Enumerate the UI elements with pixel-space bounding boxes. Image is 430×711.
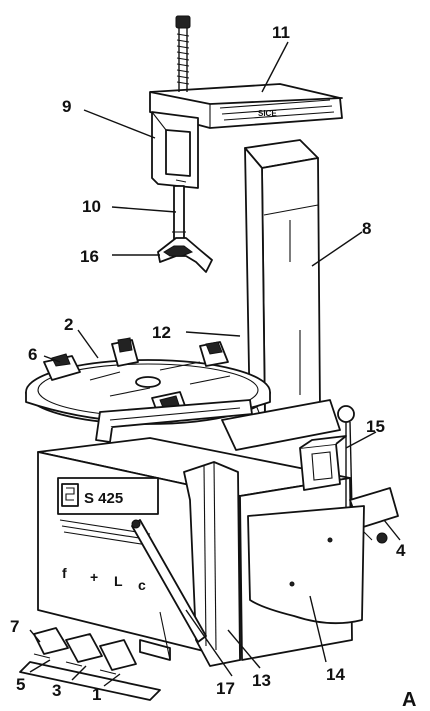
- panel-glyph-2: +: [90, 569, 98, 585]
- inflator-gauge: [337, 405, 355, 511]
- callout-17: 17: [216, 679, 235, 698]
- pedals: [19, 627, 161, 701]
- panel-glyph-1: f: [62, 565, 67, 581]
- accessory-tray: [247, 505, 365, 625]
- lower-arm: [95, 399, 253, 443]
- callout-9: 9: [62, 97, 71, 116]
- panel-glyph-3: L: [114, 573, 123, 589]
- callout-3: 3: [52, 681, 61, 700]
- callout-4: 4: [396, 541, 406, 560]
- callout-13: 13: [252, 671, 271, 690]
- horizontal-arm: SICE: [149, 83, 343, 129]
- callout-6: 6: [28, 345, 37, 364]
- vertical-shaft: [172, 185, 186, 241]
- valve-unit: [299, 435, 347, 491]
- callout-1: 1: [92, 685, 101, 704]
- callouts: 9 11 10 16 8 2 12 6 15 4 7 5 3 1 17 13 1…: [10, 23, 416, 711]
- callout-14: 14: [326, 665, 345, 684]
- threaded-screw: [175, 15, 191, 92]
- callout-7: 7: [10, 617, 19, 636]
- callout-10: 10: [82, 197, 101, 216]
- callout-16: 16: [80, 247, 99, 266]
- callout-2: 2: [64, 315, 73, 334]
- callout-12: 12: [152, 323, 171, 342]
- callout-5: 5: [16, 675, 25, 694]
- callout-8: 8: [362, 219, 371, 238]
- mount-demount-head: [157, 237, 213, 273]
- figure-letter: A: [402, 689, 416, 711]
- leader-lines: [29, 41, 401, 687]
- column-post: [244, 139, 321, 426]
- callout-11: 11: [272, 23, 290, 42]
- arm-brand-mark: SICE: [258, 109, 277, 118]
- panel-glyph-4: c: [138, 577, 146, 593]
- callout-15: 15: [366, 417, 385, 436]
- model-badge: S 425: [84, 490, 123, 507]
- turntable: [25, 337, 271, 425]
- side-panel: [183, 461, 241, 667]
- tool-head-block: [151, 111, 199, 189]
